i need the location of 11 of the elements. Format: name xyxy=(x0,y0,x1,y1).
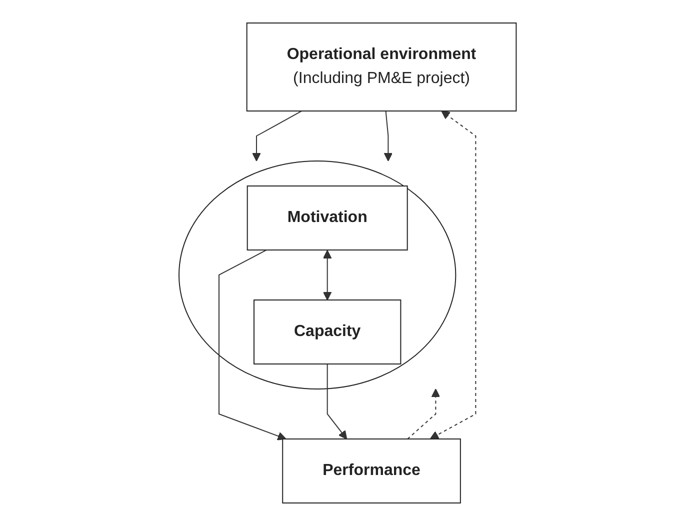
arrow xyxy=(218,249,287,440)
node-box: Motivation xyxy=(247,185,408,250)
arrow xyxy=(407,388,440,439)
arrow xyxy=(323,250,332,300)
node-box: Capacity xyxy=(254,299,402,364)
arrow xyxy=(252,110,303,161)
arrow xyxy=(327,363,348,439)
arrow xyxy=(384,110,393,161)
node-box: Performance xyxy=(282,438,462,503)
arrow xyxy=(430,110,477,439)
node-box: Operational environment (Including PM&E project) xyxy=(246,22,518,111)
